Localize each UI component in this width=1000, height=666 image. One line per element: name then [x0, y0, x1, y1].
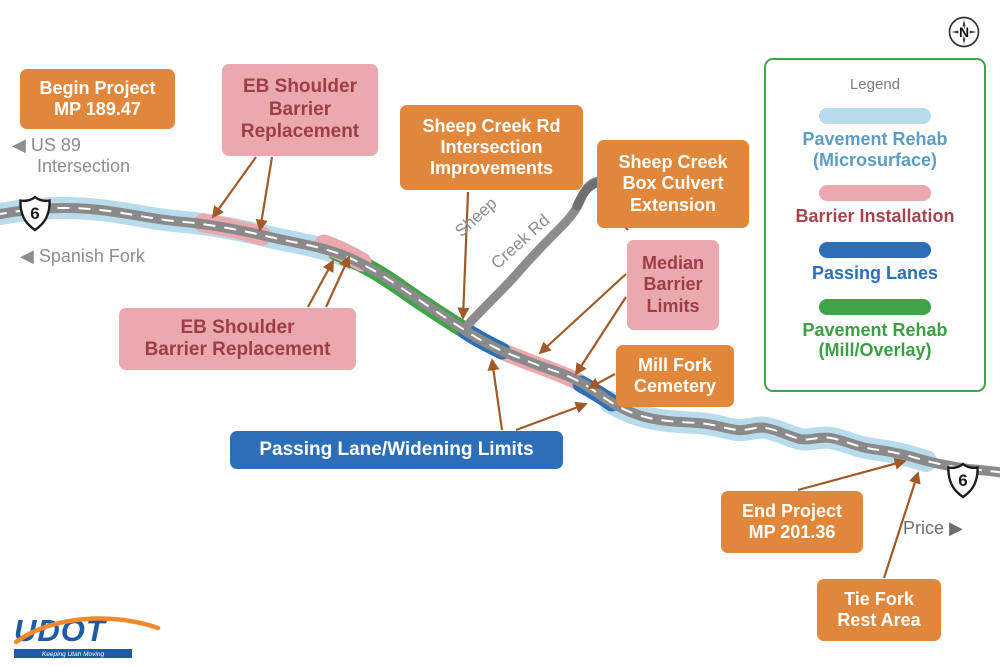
us6-shield-west: 6 — [19, 195, 51, 232]
label-price: Price ▶ — [903, 518, 963, 538]
leader-eb-shoulder-bottom-1 — [307, 259, 334, 308]
north-label: N — [959, 24, 969, 40]
callout-box-culvert: Sheep Creek Box Culvert Extension — [597, 140, 749, 228]
legend-label-passing-lanes: Passing Lanes — [811, 263, 939, 284]
legend-label-mill-overlay: Pavement Rehab (Mill/Overlay) — [802, 319, 948, 361]
callout-mill-fork: Mill Fork Cemetery — [616, 345, 734, 407]
leader-eb-shoulder-bottom-2 — [325, 255, 351, 308]
highway-centerline — [0, 206, 1000, 474]
legend: Legend Pavement Rehab (Microsurface) Bar… — [764, 58, 986, 392]
legend-item-microsurface: Pavement Rehab (Microsurface) — [802, 108, 948, 170]
label-us89-intersection: ◀ US 89 Intersection — [12, 135, 131, 176]
legend-label-barrier: Barrier Installation — [795, 206, 955, 227]
leader-eb-shoulder-top-2 — [255, 156, 274, 232]
leader-eb-shoulder-top-1 — [211, 156, 257, 219]
label-spanish-fork: ◀ Spanish Fork — [20, 246, 145, 266]
callout-eb-shoulder-bottom: EB Shoulder Barrier Replacement — [119, 308, 356, 370]
callout-sheep-creek-intersection: Sheep Creek Rd Intersection Improvements — [400, 105, 583, 190]
us6-shield-west-number: 6 — [30, 204, 39, 223]
leader-intersection-improvements — [457, 191, 470, 320]
leader-passing-lane-1 — [487, 358, 504, 431]
callout-median-barrier: Median Barrier Limits — [627, 240, 719, 330]
legend-label-microsurface: Pavement Rehab (Microsurface) — [802, 129, 948, 170]
leader-passing-lane-2 — [515, 401, 588, 432]
callout-begin-project: Begin Project MP 189.47 — [20, 69, 175, 129]
leader-median-barrier-2 — [575, 296, 627, 376]
leader-median-barrier-1 — [538, 273, 627, 355]
callout-end-project: End Project MP 201.36 — [721, 491, 863, 553]
udot-logo-swoosh — [13, 616, 161, 645]
udot-logo: UDOT Keeping Utah Moving — [13, 613, 161, 658]
north-compass-icon: N — [948, 16, 980, 48]
udot-logo-tagline: Keeping Utah Moving — [42, 651, 105, 658]
us6-shield-east: 6 — [947, 462, 979, 499]
legend-item-barrier: Barrier Installation — [795, 185, 955, 227]
callout-eb-shoulder-top: EB Shoulder Barrier Replacement — [222, 64, 378, 156]
legend-swatch-passing-lanes — [819, 242, 931, 259]
legend-swatch-barrier — [818, 185, 931, 202]
legend-item-passing-lanes: Passing Lanes — [812, 242, 938, 284]
leader-tie-fork — [882, 471, 921, 579]
leader-mill-fork — [587, 373, 616, 389]
us6-shield-east-number: 6 — [958, 471, 967, 490]
leader-end-project — [797, 457, 907, 492]
legend-swatch-mill-overlay — [819, 298, 931, 315]
legend-item-mill-overlay: Pavement Rehab (Mill/Overlay) — [802, 298, 948, 361]
callout-tie-fork: Tie Fork Rest Area — [817, 579, 941, 641]
legend-swatch-microsurface — [819, 108, 931, 124]
legend-title: Legend — [849, 76, 901, 93]
callout-passing-lane: Passing Lane/Widening Limits — [230, 431, 563, 469]
